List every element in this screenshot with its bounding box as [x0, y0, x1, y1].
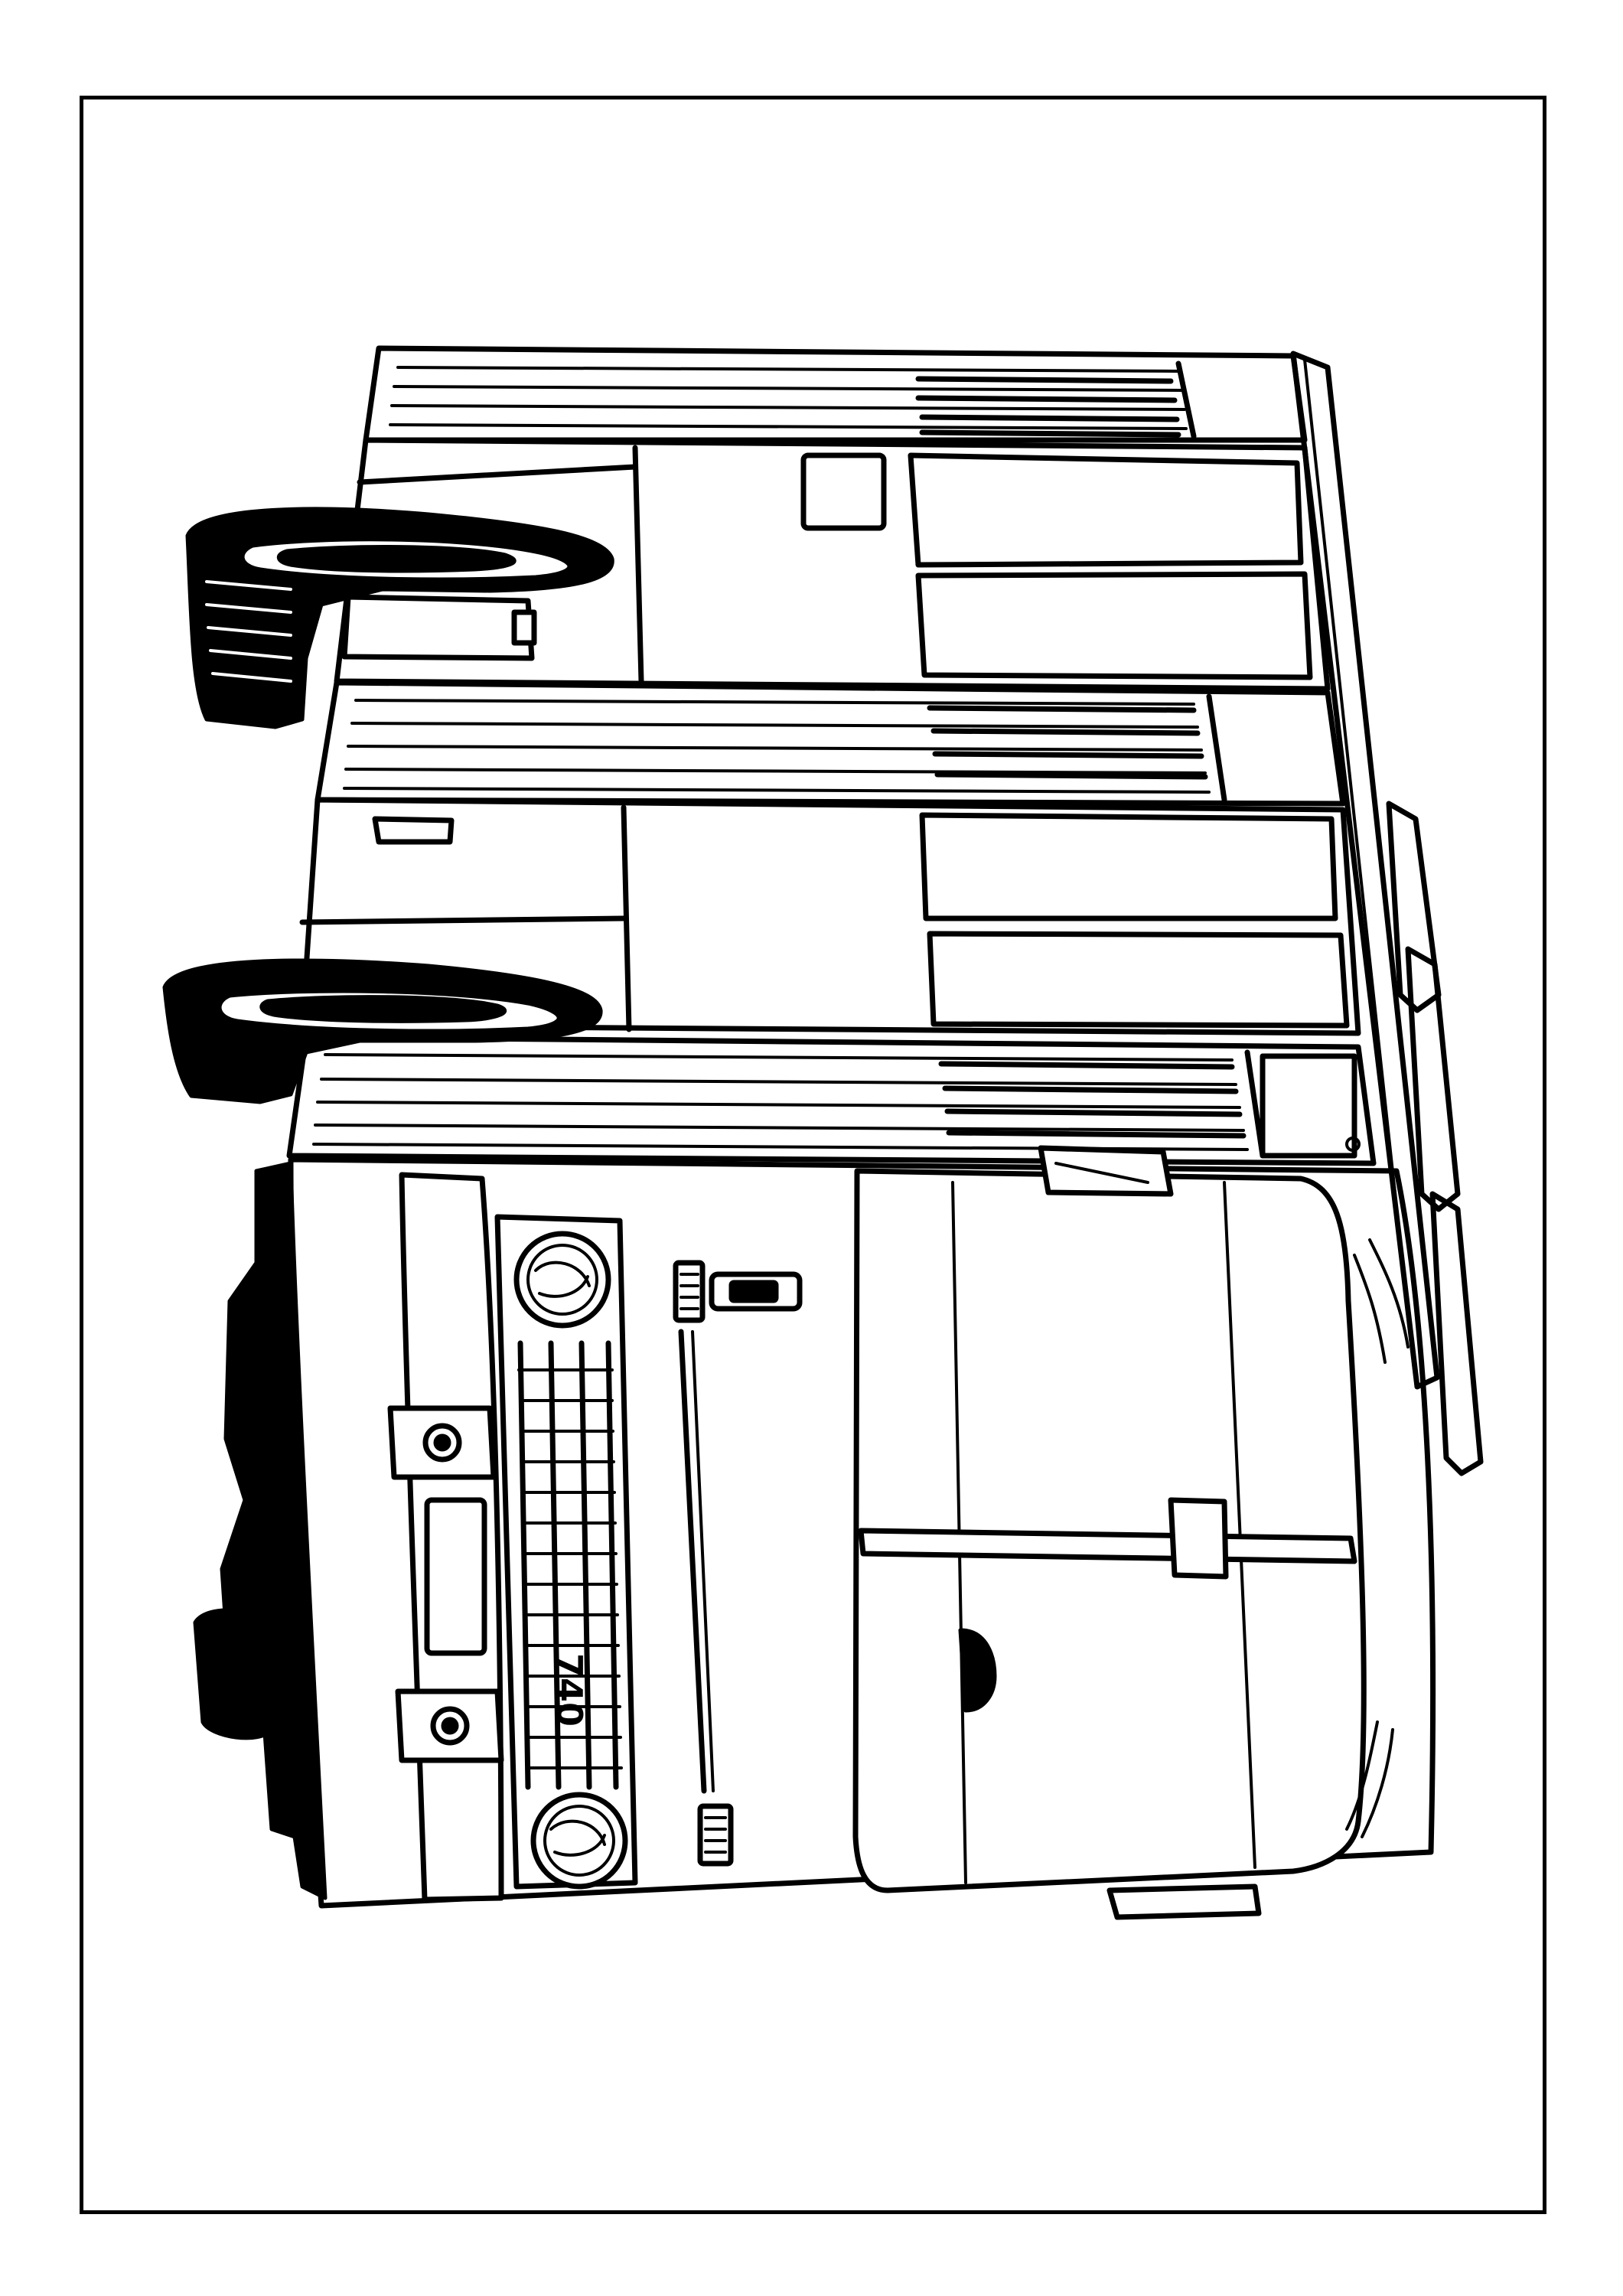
front-wheel [162, 958, 603, 1104]
middle-body-section [299, 797, 1361, 1036]
rear-window-1 [908, 452, 1304, 568]
rear-door-window [341, 594, 535, 661]
grille-assembly: 740 [494, 1214, 638, 1890]
rear-small-window [800, 452, 887, 531]
rear-window-2 [915, 571, 1313, 680]
bus-front-face [193, 1156, 1436, 1909]
grille-slats [517, 1340, 623, 1790]
rear-body-section [334, 437, 1331, 692]
headlight-top [513, 1231, 611, 1329]
front-lamps [673, 1260, 803, 1867]
front-trim-line [678, 1329, 707, 1794]
windshield [852, 1145, 1410, 1920]
mirror-cup [958, 1628, 997, 1713]
windshield-divider [858, 1528, 1357, 1564]
front-side-panel [1260, 1053, 1357, 1159]
wiper-mount [1168, 1497, 1229, 1580]
bottom-mirror [1106, 1883, 1262, 1920]
pleat-panel-middle [314, 680, 1346, 807]
middle-window-2 [927, 931, 1350, 1029]
pleat-panel-front [286, 1034, 1377, 1166]
pleat-panel-top [363, 345, 1308, 443]
rear-wheel [185, 507, 614, 729]
grille-label: 740 [549, 1653, 590, 1727]
license-plate [424, 1497, 487, 1656]
top-mirror [1038, 1145, 1174, 1197]
front-bumper [387, 1172, 504, 1903]
rear-door-handle [511, 609, 537, 646]
middle-door-handle [372, 816, 455, 845]
roof-edge [1290, 351, 1440, 1390]
headlight-bottom [530, 1792, 628, 1890]
side-mirrors [1386, 801, 1484, 1476]
middle-window-1 [919, 812, 1338, 921]
indicator-top [673, 1260, 706, 1323]
indicator-bottom [697, 1803, 734, 1867]
